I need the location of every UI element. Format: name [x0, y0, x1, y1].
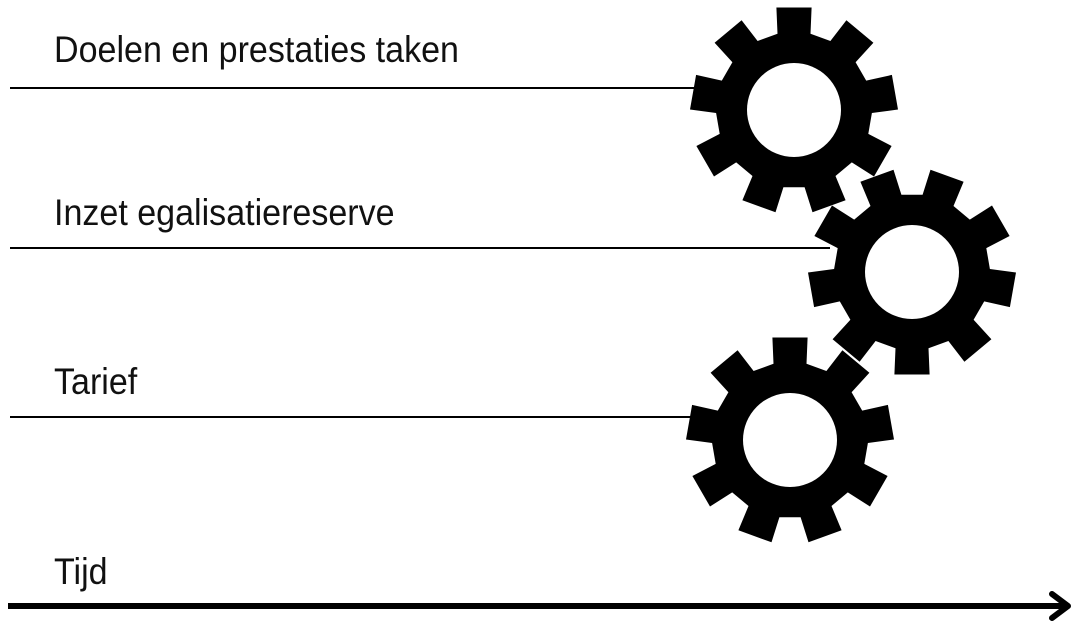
gear-hole [747, 63, 841, 157]
arrow-right-icon [1049, 591, 1071, 621]
time-axis-label: Tijd [54, 551, 108, 592]
gear-hole [865, 225, 959, 319]
time-axis-arrow [8, 591, 1071, 621]
row-label-tarief: Tarief [54, 361, 138, 402]
row-label-egalisatiereserve: Inzet egalisatiereserve [54, 192, 395, 233]
gear-hole [743, 393, 837, 487]
row-label-doelen: Doelen en prestaties taken [54, 29, 459, 70]
gear-icon [690, 7, 898, 213]
gear-icon [686, 337, 894, 543]
gear-icon [808, 169, 1016, 375]
